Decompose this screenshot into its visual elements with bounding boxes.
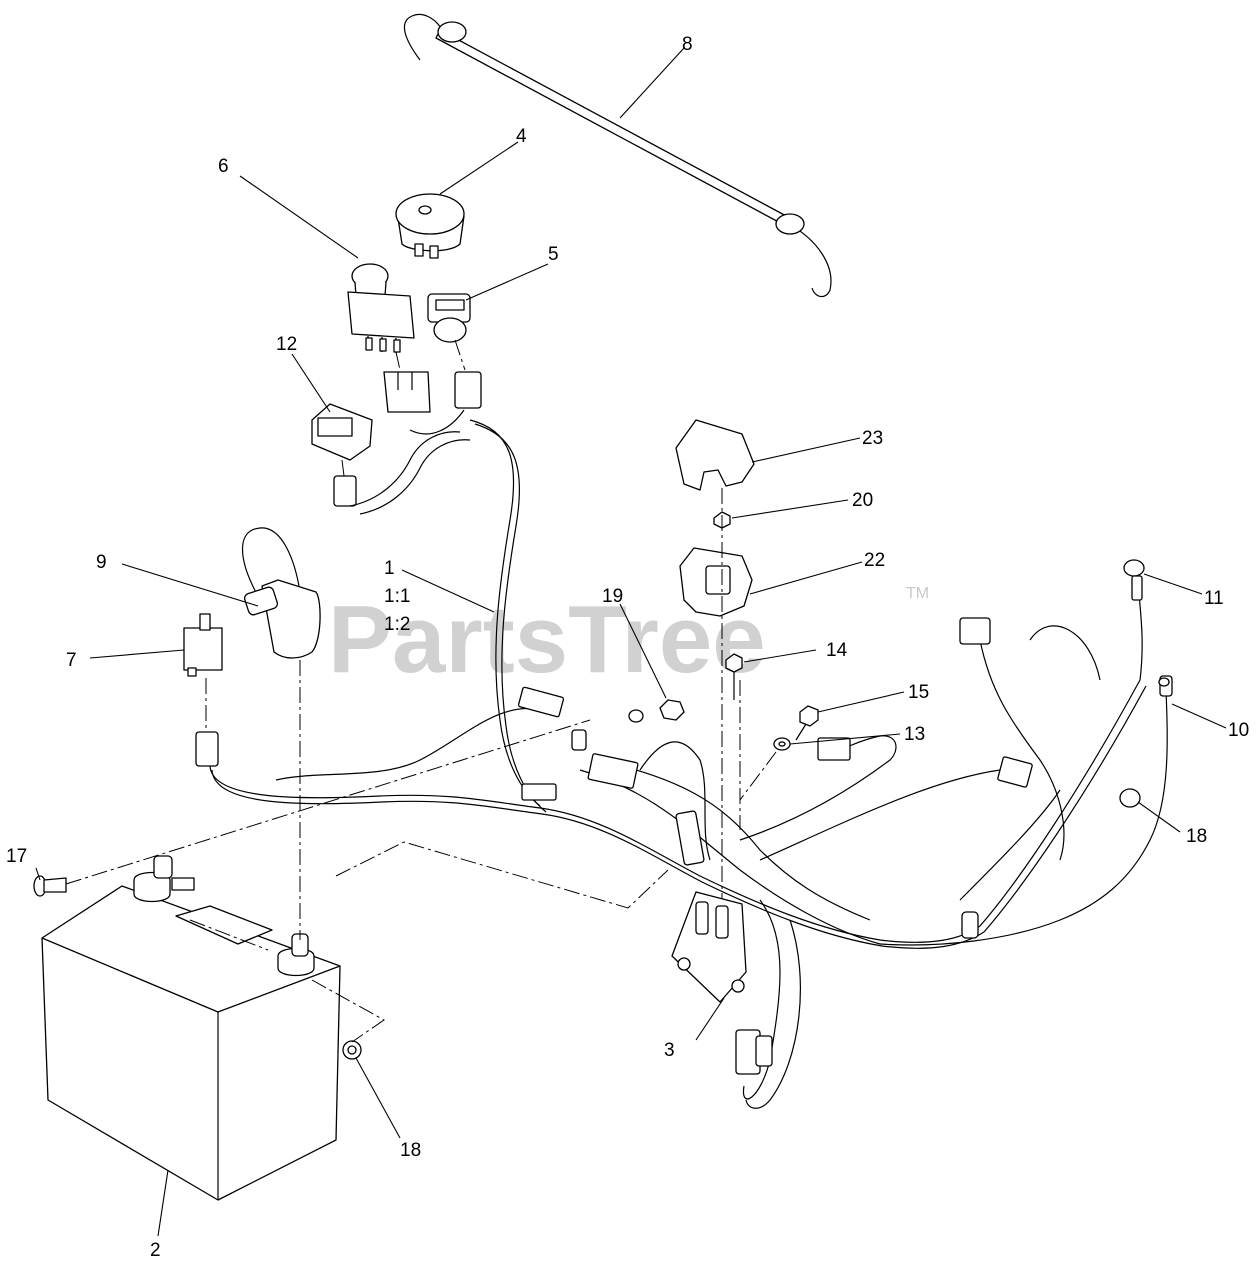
part-19-nut[interactable] [571, 699, 685, 751]
callout-17: 17 [6, 846, 27, 867]
callout-2: 2 [150, 1240, 161, 1261]
part-13-washer[interactable] [773, 737, 791, 751]
part-1-wiring-harness[interactable] [209, 409, 1168, 1109]
callout-18-lower: 18 [400, 1140, 421, 1161]
part-14-bolt[interactable] [725, 653, 743, 700]
callout-12: 12 [276, 334, 297, 355]
callout-4: 4 [516, 126, 527, 147]
seat-switch[interactable] [735, 1029, 773, 1075]
part-23-cap[interactable] [675, 419, 755, 491]
part-7-relay[interactable] [183, 613, 223, 767]
callout-22: 22 [864, 550, 885, 571]
callout-13: 13 [904, 724, 925, 745]
part-2-battery[interactable] [41, 855, 341, 1201]
part-17-bolt[interactable] [33, 875, 67, 897]
assembly-lines [65, 660, 777, 1043]
part-18-nut-upper[interactable] [1119, 788, 1141, 808]
callout-1-1: 1:1 [384, 586, 410, 607]
callout-3: 3 [664, 1040, 675, 1061]
callout-5: 5 [548, 244, 559, 265]
callout-7: 7 [66, 650, 77, 671]
callout-23: 23 [862, 428, 883, 449]
callout-6: 6 [218, 156, 229, 177]
callout-1-2: 1:2 [384, 614, 410, 635]
callout-1: 1 [384, 558, 395, 579]
callout-9: 9 [96, 552, 107, 573]
part-9-terminal-boot[interactable] [241, 527, 321, 659]
part-22-bracket[interactable] [679, 547, 753, 617]
watermark-trademark: TM [906, 585, 929, 602]
callout-8: 8 [682, 34, 693, 55]
part-4-ignition-switch[interactable] [395, 193, 465, 259]
part-11-cable[interactable] [1123, 559, 1145, 601]
callout-19: 19 [602, 586, 623, 607]
part-6-pto-switch[interactable] [347, 263, 415, 353]
callout-15: 15 [908, 682, 929, 703]
part-18-nut-lower[interactable] [342, 1040, 362, 1060]
callout-labels: 8 4 6 5 12 23 20 22 9 1 1:1 1:2 19 11 7 … [6, 34, 1249, 1261]
callout-14: 14 [826, 640, 848, 661]
callout-11: 11 [1204, 588, 1224, 609]
callout-10: 10 [1228, 720, 1249, 741]
callout-20: 20 [852, 490, 873, 511]
part-12-hour-meter[interactable] [311, 403, 373, 507]
part-8-rod[interactable] [403, 13, 832, 298]
part-15-screw[interactable] [795, 705, 819, 741]
part-5-key[interactable] [427, 293, 471, 343]
switch-connectors [383, 339, 482, 413]
callout-18-upper: 18 [1186, 826, 1207, 847]
part-10-cable[interactable] [1158, 675, 1173, 697]
part-3-bracket[interactable] [671, 891, 747, 1003]
leader-lines [35, 47, 1227, 1237]
